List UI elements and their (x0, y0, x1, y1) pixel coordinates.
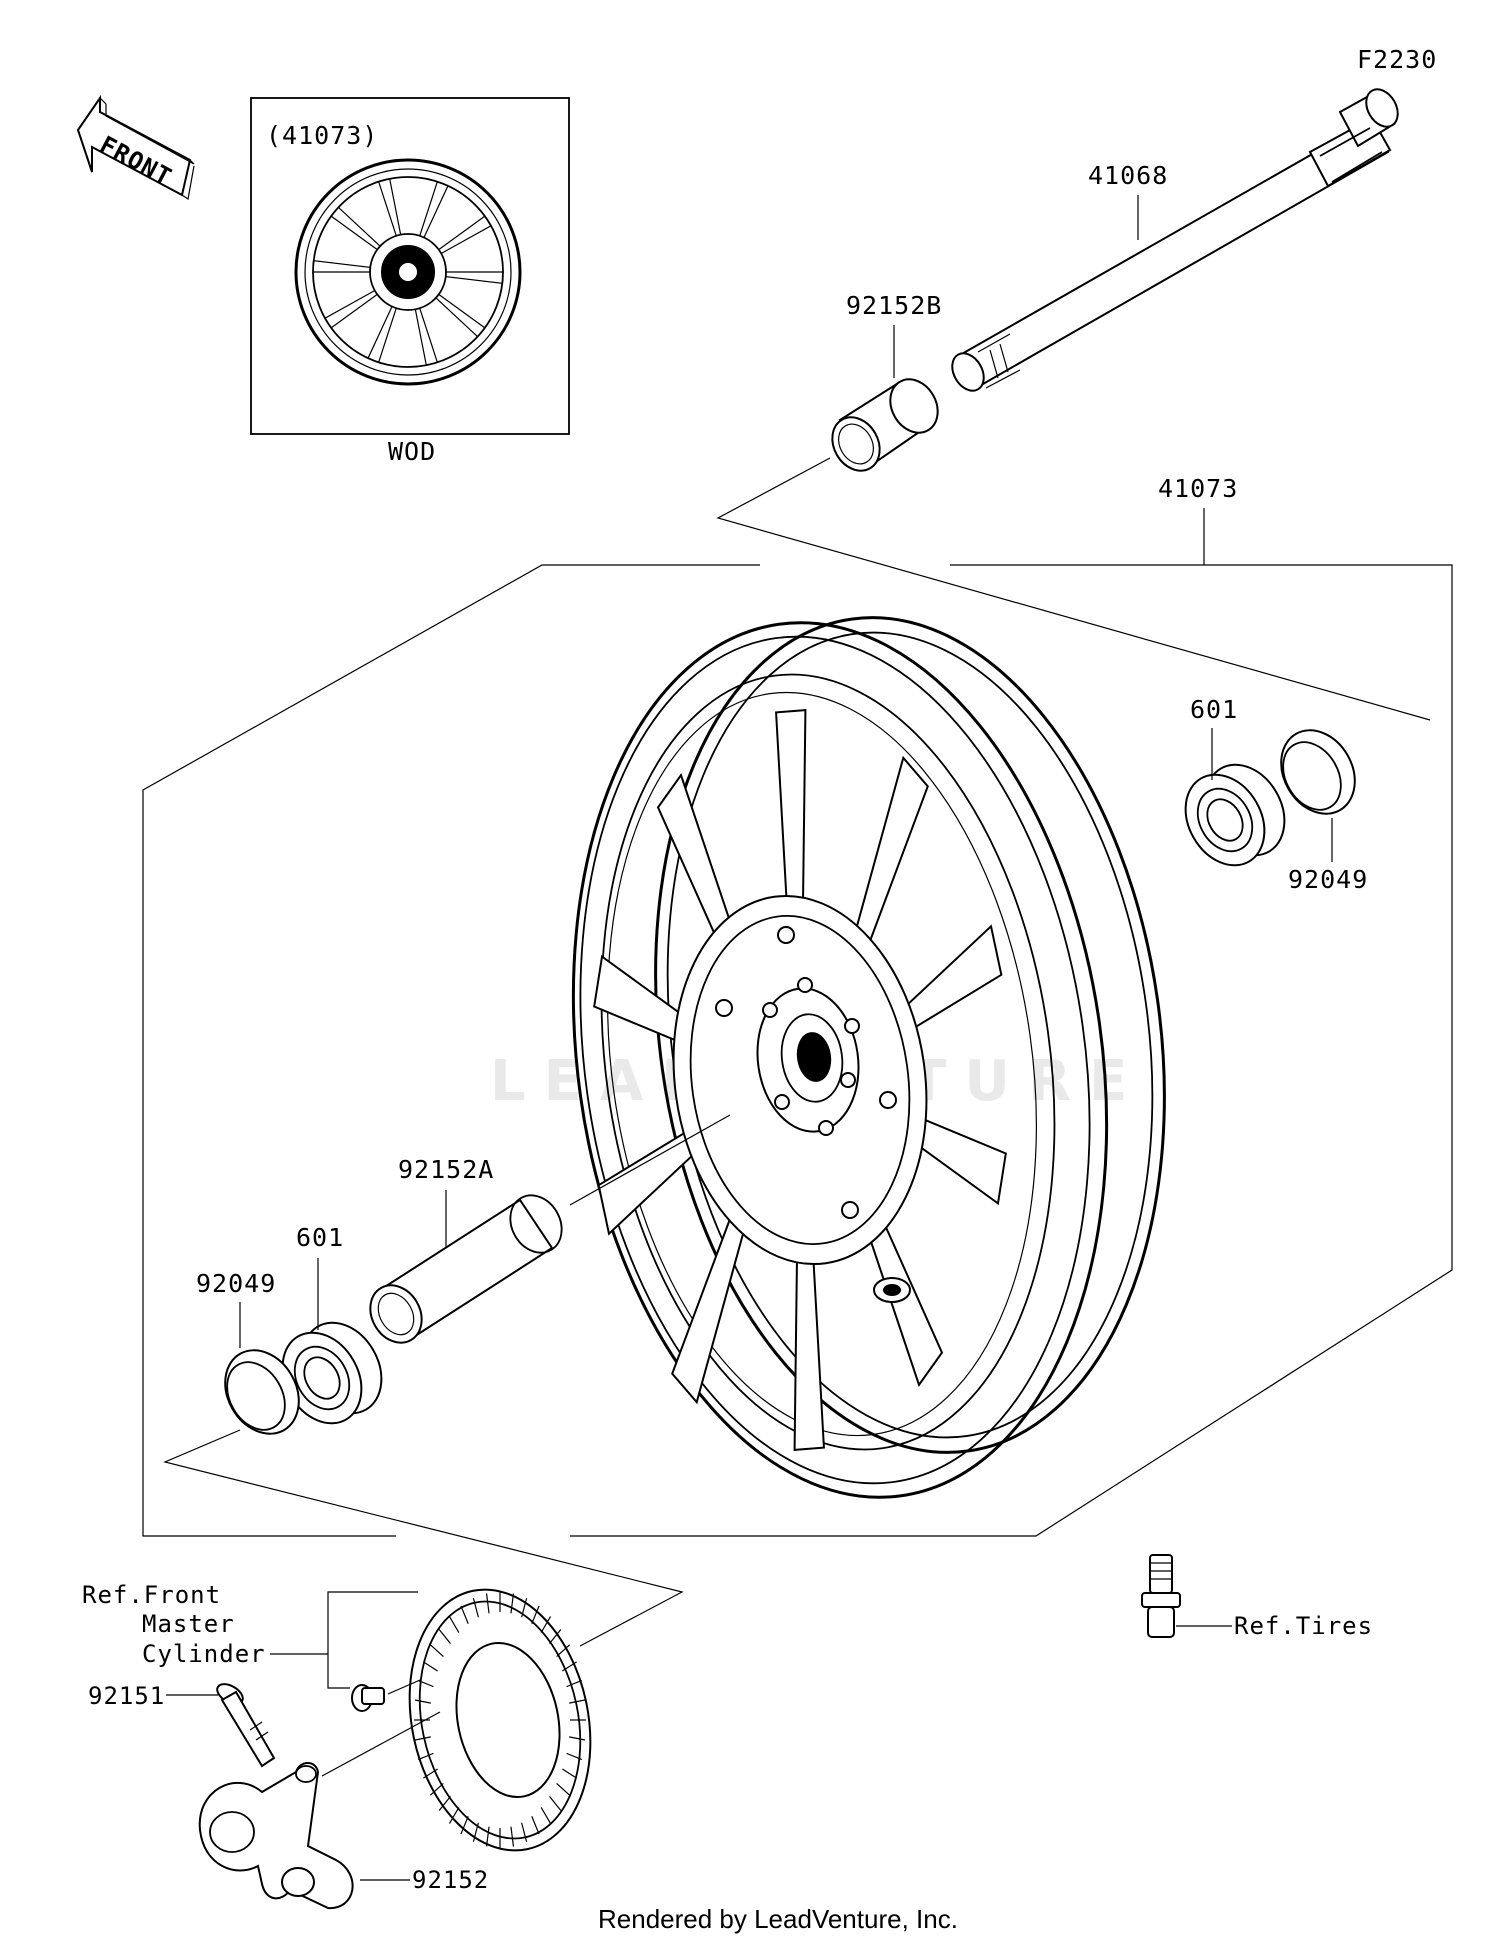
ring-slot (510, 1826, 515, 1847)
collar-b-part[interactable] (823, 371, 947, 479)
valve-stem-part[interactable] (1141, 1554, 1181, 1638)
inset-wheel-icon (294, 158, 522, 386)
ring-slot (566, 1679, 583, 1688)
ring-slot (460, 1605, 469, 1624)
inset-spoke (414, 307, 439, 366)
figure-code: F2230 (1357, 45, 1437, 74)
sensor-bracket-part[interactable] (198, 1762, 354, 1910)
bolt-part[interactable] (214, 1680, 276, 1768)
inset-spoke (330, 206, 381, 251)
inset-spoke (435, 293, 486, 338)
ref-tires[interactable]: Ref.Tires (1234, 1612, 1373, 1640)
sensor-bracket-label: 92152 (412, 1866, 489, 1894)
ring-slot (556, 1644, 570, 1657)
ring-slot (549, 1795, 562, 1811)
inset-part-number: (41073) (266, 121, 378, 150)
ring-slot (556, 1783, 570, 1796)
ring-slot (549, 1629, 562, 1645)
inset-spoke (312, 259, 371, 273)
collar-b-label: 92152B (846, 291, 942, 320)
wheel-spoke (903, 924, 1003, 1032)
collar-a-label: 92152A (398, 1155, 494, 1184)
ref-master-cylinder-line1[interactable]: Ref.Front (82, 1581, 221, 1609)
ring-slot (438, 1629, 451, 1645)
assembly-frame (142, 564, 1453, 1537)
bolt-label: 92151 (88, 1682, 165, 1710)
inset-spoke (437, 215, 492, 255)
ring-slot (521, 1598, 528, 1618)
bearing-right-part[interactable] (1170, 750, 1300, 879)
inset-spoke (445, 271, 504, 285)
axle-part[interactable] (946, 84, 1404, 397)
ring-slot (569, 1699, 586, 1704)
front-wheel-part[interactable] (519, 584, 1216, 1532)
ring-slot (521, 1822, 528, 1842)
ring-slot (414, 1736, 431, 1741)
ring-slot (417, 1752, 434, 1761)
ring-slot (540, 1616, 552, 1633)
screw-part[interactable] (351, 1684, 385, 1712)
ref-master-cylinder-line2[interactable]: Master (142, 1610, 235, 1638)
ring-slot (448, 1807, 460, 1824)
abs-tone-ring-part[interactable] (386, 1573, 613, 1868)
wheel-spoke (775, 709, 807, 908)
wheel-spoke (793, 1252, 825, 1451)
ring-slot (430, 1644, 444, 1657)
seal-left-label: 92049 (196, 1269, 276, 1298)
inset-spoke (418, 180, 449, 239)
ring-slot (472, 1598, 479, 1618)
ring-slot (562, 1661, 577, 1672)
ring-slot (485, 1593, 490, 1614)
ring-slot (562, 1768, 577, 1779)
axle-label: 41068 (1088, 161, 1168, 190)
ring-slot (414, 1699, 431, 1704)
ring-slot (569, 1736, 586, 1741)
ring-slot (417, 1679, 434, 1688)
ring-slot (423, 1768, 438, 1779)
ring-slot (531, 1605, 540, 1624)
ring-slot (460, 1816, 469, 1835)
inset-wheel-variant[interactable]: (41073) WOD (250, 97, 570, 466)
ring-slot (472, 1822, 479, 1842)
inset-spoke (324, 289, 379, 329)
ring-slot (510, 1593, 515, 1614)
inset-spoke (377, 178, 402, 237)
ring-slot (423, 1661, 438, 1672)
seal-right-part[interactable] (1267, 717, 1370, 827)
wheel-spoke (671, 1217, 745, 1405)
collar-a-part[interactable] (360, 1186, 572, 1352)
front-arrow-icon: FRONT (76, 94, 195, 201)
ring-slot (430, 1783, 444, 1796)
inset-caption: WOD (388, 437, 436, 466)
wheel-spoke (855, 755, 929, 943)
seal-right-label: 92049 (1288, 865, 1368, 894)
wheel-spoke (597, 1128, 697, 1236)
wheel-assembly-label: 41073 (1158, 474, 1238, 503)
seal-left-part[interactable] (211, 1337, 314, 1447)
bearing-left-part[interactable] (267, 1308, 397, 1437)
ref-master-cylinder-line3[interactable]: Cylinder (142, 1640, 266, 1668)
ring-slot (531, 1816, 540, 1835)
ring-slot (566, 1752, 583, 1761)
ring-slot (438, 1795, 451, 1811)
ring-slot (448, 1616, 460, 1633)
ring-slot (540, 1807, 552, 1824)
footer-credit: Rendered by LeadVenture, Inc. (598, 1904, 958, 1934)
inset-spoke (367, 305, 398, 364)
ring-slot (485, 1826, 490, 1847)
bearing-right-label: 601 (1190, 695, 1238, 724)
bearing-left-label: 601 (296, 1223, 344, 1252)
